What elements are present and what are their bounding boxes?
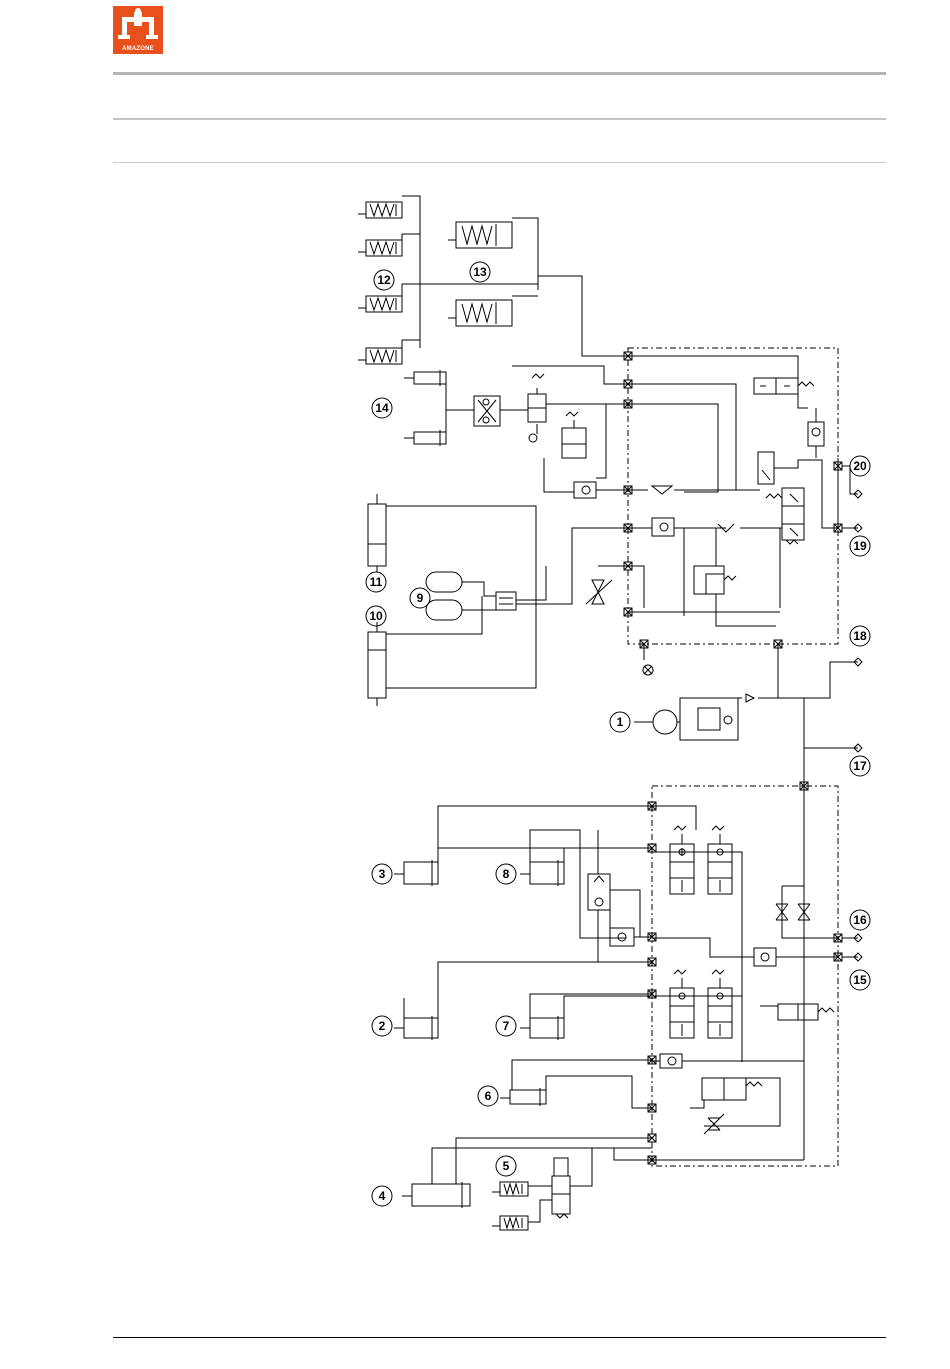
label-18: 18 [850,626,870,646]
lower-circuit [394,782,862,1230]
pump-1 [634,644,862,786]
svg-text:2: 2 [379,1019,386,1033]
svg-text:13: 13 [473,265,487,279]
svg-text:18: 18 [853,629,867,643]
accumulator-9 [426,528,628,620]
svg-text:5: 5 [503,1159,510,1173]
solenoid-valve-upper [544,404,628,498]
control-block-lower-border [652,786,838,1166]
svg-text:12: 12 [377,273,391,287]
label-7: 7 [496,1016,516,1036]
label-2: 2 [372,1016,392,1036]
cylinder-11 [368,494,536,572]
upper-control-internals [586,352,842,675]
svg-text:10: 10 [369,609,383,623]
svg-text:19: 19 [853,539,867,553]
svg-text:15: 15 [853,973,867,987]
svg-text:8: 8 [503,867,510,881]
label-9: 9 [410,588,430,608]
label-6: 6 [478,1086,498,1106]
label-5: 5 [496,1156,516,1176]
label-20: 20 [850,456,870,476]
cylinder-12-lines [402,196,420,348]
label-11: 11 [366,572,386,592]
label-13: 13 [470,262,490,282]
svg-text:9: 9 [417,591,424,605]
label-3: 3 [372,864,392,884]
cylinder-group-13 [420,218,628,356]
svg-text:7: 7 [503,1019,510,1033]
port-markers-lower [648,782,842,1164]
svg-text:3: 3 [379,867,386,881]
svg-text:16: 16 [853,913,867,927]
cylinder-group-14 [404,366,628,446]
label-19: 19 [850,536,870,556]
svg-text:4: 4 [379,1189,386,1203]
cylinder-10 [368,566,536,706]
svg-text:17: 17 [853,759,867,773]
label-8: 8 [496,864,516,884]
svg-text:20: 20 [853,459,867,473]
label-1: 1 [610,712,630,732]
control-block-upper-border [628,348,838,644]
label-10: 10 [366,606,386,626]
spring-cylinder-12a [358,202,402,218]
spring-cylinder-12b [358,240,402,256]
svg-text:1: 1 [617,715,624,729]
label-14: 14 [372,398,392,418]
label-16: 16 [850,910,870,930]
spring-cylinder-12d [358,348,402,364]
svg-text:6: 6 [485,1089,492,1103]
label-12: 12 [374,270,394,290]
label-4: 4 [372,1186,392,1206]
svg-text:14: 14 [375,401,389,415]
spring-cylinder-12c [358,296,402,312]
svg-text:11: 11 [370,575,383,589]
port-markers-upper [624,352,842,648]
label-15: 15 [850,970,870,990]
footer-rule [113,1337,886,1338]
label-17: 17 [850,756,870,776]
